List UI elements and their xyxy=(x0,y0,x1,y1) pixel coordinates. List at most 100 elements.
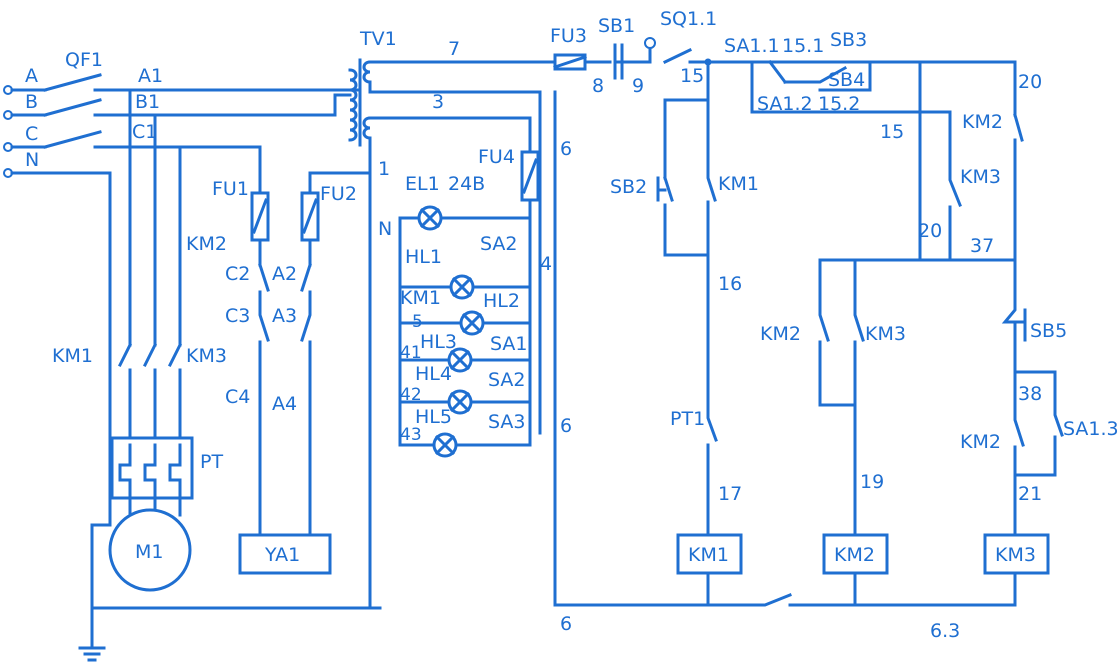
wire-42-label: 42 xyxy=(400,385,422,405)
wire-19-label: 19 xyxy=(860,471,884,493)
wire-9-label: 9 xyxy=(632,75,644,97)
coil-km3 xyxy=(983,533,1050,575)
sq11-label: SQ1.1 xyxy=(660,8,717,30)
wire-7-label: 7 xyxy=(448,38,460,60)
wire-20a-label: 20 xyxy=(1018,71,1042,93)
motor-branch: KM1 KM3 KM2 PT M1 xyxy=(52,88,382,662)
lamp-hl4 xyxy=(447,389,473,415)
b1-label: B1 xyxy=(135,91,160,113)
a3-label: A3 xyxy=(272,305,297,327)
wire-41-label: 41 xyxy=(400,343,422,363)
fuse-fu2 xyxy=(300,191,320,242)
sa11-label: SA1.1 xyxy=(724,35,780,57)
wire-15b-label: 15 xyxy=(880,121,904,143)
wire-17-label: 17 xyxy=(718,483,742,505)
ya1-label: YA1 xyxy=(264,544,300,566)
hl5-label: HL5 xyxy=(415,406,452,428)
indicator-lamps xyxy=(417,205,485,458)
fu1-label: FU1 xyxy=(212,178,249,200)
qf1-label: QF1 xyxy=(65,49,103,71)
coil-km1 xyxy=(676,533,743,575)
c3-label: C3 xyxy=(225,305,250,327)
sb3-label: SB3 xyxy=(830,29,867,51)
coil-km2-label: KM2 xyxy=(834,544,875,566)
ya1-branch: FU1 FU2 C2 A2 C3 A3 C4 A4 YA1 xyxy=(212,145,372,575)
hl1-label: HL1 xyxy=(405,246,442,268)
sb5-label: SB5 xyxy=(1030,320,1067,342)
wire-38-label: 38 xyxy=(1018,383,1042,405)
return-bus: 6 6 6 6.3 xyxy=(553,90,1017,642)
el1-label: EL1 xyxy=(405,173,440,195)
wire-4-label: 4 xyxy=(540,253,552,275)
sa1-label: SA1 xyxy=(490,333,528,355)
n152-label: 15.2 xyxy=(818,93,860,115)
km2-parallel-label: KM2 xyxy=(760,323,801,345)
wire-43-label: 43 xyxy=(400,425,422,445)
c1-label: C1 xyxy=(132,121,157,143)
n151-label: 15.1 xyxy=(782,35,824,57)
km2-power-label: KM2 xyxy=(186,233,227,255)
wire-1-label: 1 xyxy=(378,158,390,180)
km3-parallel-label: KM3 xyxy=(865,323,906,345)
wire-37-label: 37 xyxy=(970,235,994,257)
coil-km1-label: KM1 xyxy=(688,544,729,566)
lighting-ladder: FU4 EL1 24В SA2 HL1 KM1 5 HL2 HL3 SA1 41… xyxy=(398,116,552,447)
transformer-tv1: TV1 7 3 1 N xyxy=(333,28,557,610)
phase-a-label: A xyxy=(25,65,38,87)
sa2-label: SA2 xyxy=(488,369,526,391)
wire-20b-label: 20 xyxy=(918,220,942,242)
fuse-fu1 xyxy=(250,191,270,242)
lamp-hl5 xyxy=(432,432,458,458)
m1-label: M1 xyxy=(135,541,163,563)
sb4-label: SB4 xyxy=(828,69,865,91)
wire-6b-label: 6 xyxy=(560,415,572,437)
fu3-label: FU3 xyxy=(550,25,587,47)
wire-n-label: N xyxy=(378,218,392,240)
sa12-label: SA1.2 xyxy=(757,93,813,115)
c4-label: C4 xyxy=(225,386,250,408)
power-inputs: A B C N xyxy=(3,65,112,178)
v24-label: 24В xyxy=(448,173,485,195)
km2-top-label: KM2 xyxy=(962,111,1003,133)
lamp-el1 xyxy=(417,205,443,231)
km3-column: SB5 38 KM2 SA1.3 21 KM3 xyxy=(960,258,1118,575)
neutral-label: N xyxy=(25,149,39,171)
wire-5-label: 5 xyxy=(412,312,423,332)
solenoid-ya1 xyxy=(238,533,332,575)
wire-63-label: 6.3 xyxy=(930,620,960,642)
km3-power-contacts-label: KM3 xyxy=(186,345,227,367)
hl4-label: HL4 xyxy=(415,363,452,385)
km1-mid-label: KM1 xyxy=(400,287,441,309)
wire-16-label: 16 xyxy=(718,273,742,295)
km1-power-contacts-label: KM1 xyxy=(52,345,93,367)
wire-3-label: 3 xyxy=(432,91,444,113)
sa2-top-label: SA2 xyxy=(480,233,518,255)
coil-km3-label: KM3 xyxy=(995,544,1036,566)
hl3-label: HL3 xyxy=(420,331,457,353)
wire-8-label: 8 xyxy=(592,75,604,97)
a4-label: A4 xyxy=(272,393,297,415)
sb2-label: SB2 xyxy=(610,176,647,198)
wire-6c-label: 6 xyxy=(560,613,572,635)
thermal-relay-pt xyxy=(110,436,194,500)
km1-column: SB2 KM1 16 PT1 17 KM1 xyxy=(610,60,759,575)
wire-21-label: 21 xyxy=(1018,483,1042,505)
fu2-label: FU2 xyxy=(320,183,357,205)
sa13-label: SA1.3 xyxy=(1063,418,1118,440)
c2-label: C2 xyxy=(225,263,250,285)
lamp-hl3 xyxy=(447,347,473,373)
control-top: FU3 SB1 SQ1.1 8 9 15 SA1.1 15.1 SB3 SB4 … xyxy=(550,8,1042,262)
lamp-hl1 xyxy=(449,274,475,300)
sa3-label: SA3 xyxy=(488,411,526,433)
wire-6a-label: 6 xyxy=(560,138,572,160)
lamp-hl2 xyxy=(459,310,485,336)
a2-label: A2 xyxy=(272,263,297,285)
sb1-label: SB1 xyxy=(598,15,635,37)
phase-c-label: C xyxy=(25,123,38,145)
pt-label: PT xyxy=(200,451,223,473)
wire-15a-label: 15 xyxy=(680,65,704,87)
km1-hold-label: KM1 xyxy=(718,173,759,195)
tv1-label: TV1 xyxy=(359,28,397,50)
motor-m1 xyxy=(108,508,192,592)
